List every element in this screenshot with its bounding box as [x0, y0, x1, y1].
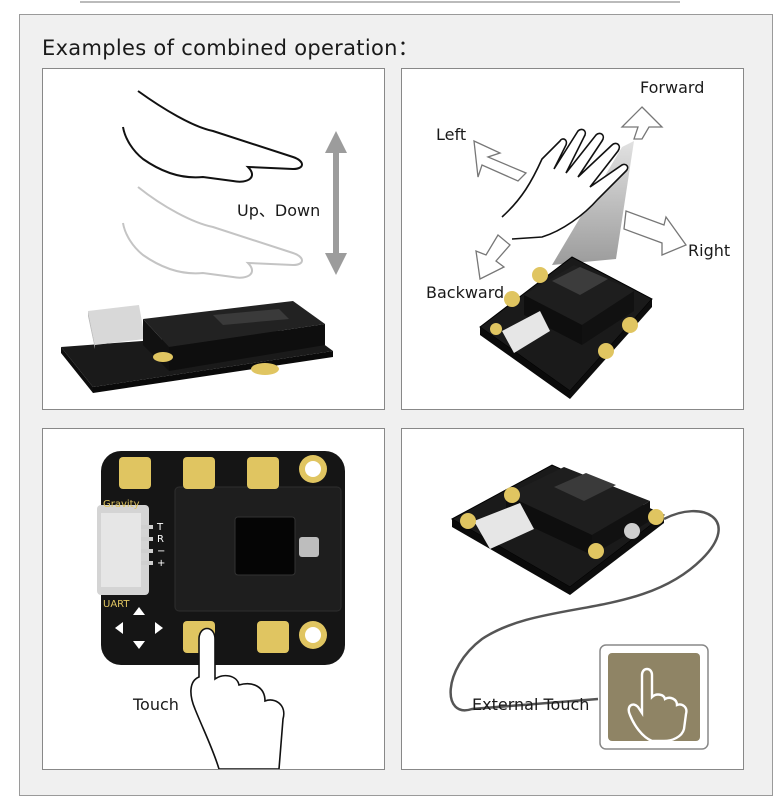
uart-silkscreen: UART — [103, 599, 130, 610]
backward-arrow-icon — [475, 234, 511, 280]
pin-label: R — [157, 534, 164, 545]
sensor-board — [450, 464, 665, 595]
pin-label: + — [157, 558, 165, 569]
left-arrow-icon — [473, 139, 528, 182]
right-arrow-icon — [623, 210, 688, 256]
pin-label: T — [156, 522, 164, 533]
left-label: Left — [436, 125, 467, 144]
hand-icon — [501, 128, 629, 240]
panel-up-down: Up、Down — [42, 68, 385, 410]
finger-hand-icon — [190, 627, 285, 769]
right-label: Right — [688, 241, 731, 260]
up-down-arrow-icon — [325, 131, 347, 275]
forward-label: Forward — [640, 78, 705, 97]
external-touch-illustration — [449, 464, 720, 750]
directions-illustration — [473, 106, 688, 399]
hand-lower — [122, 186, 303, 279]
backward-label: Backward — [426, 283, 505, 302]
direction-cross-icon — [115, 607, 163, 649]
cropped-text-line — [80, 0, 680, 6]
forward-arrow-icon — [620, 106, 664, 140]
section-heading: Examples of combined operation： — [42, 36, 420, 60]
mounting-holes — [299, 455, 327, 649]
external-wire — [449, 510, 720, 712]
touch-label: Touch — [133, 695, 179, 714]
touch-hand-icon — [627, 667, 688, 743]
sensor-board — [61, 301, 333, 393]
panel-directions: Left Forward Right Backward — [401, 68, 744, 410]
panel-external-touch: External Touch — [401, 428, 744, 770]
hand-upper — [122, 90, 303, 183]
touch-illustration: TR−+ — [97, 451, 345, 769]
up-down-label: Up、Down — [237, 201, 321, 220]
external-touch-label: External Touch — [472, 695, 590, 714]
up-down-illustration — [61, 90, 347, 393]
sensor-board — [479, 256, 653, 399]
gravity-silkscreen: Gravity — [103, 499, 140, 510]
pin-label: − — [157, 546, 165, 557]
